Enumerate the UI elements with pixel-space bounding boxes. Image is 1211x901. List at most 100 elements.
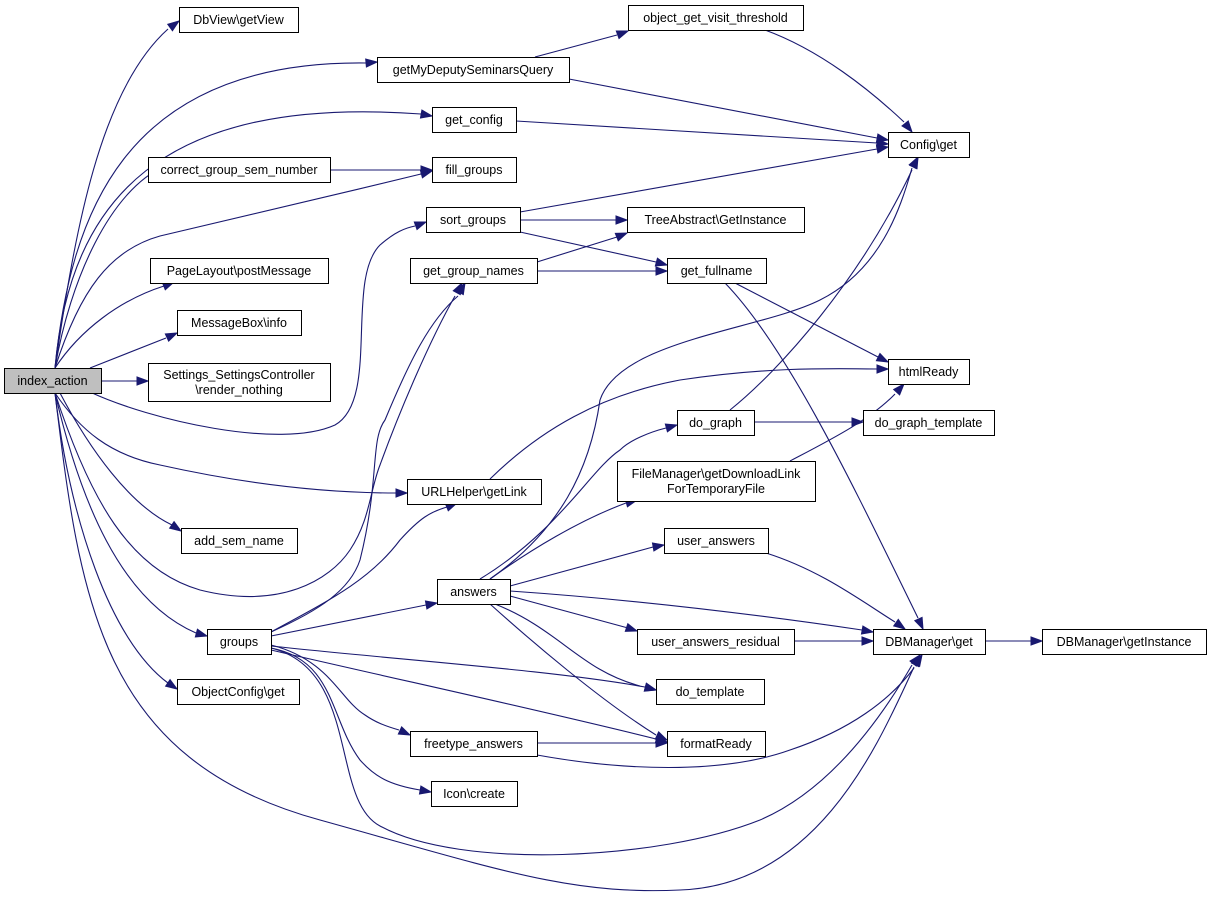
- node-htmlready[interactable]: htmlReady: [888, 359, 970, 385]
- node-box: [863, 410, 995, 436]
- node-add-sem-name[interactable]: add_sem_name: [181, 528, 298, 554]
- node-fill-groups[interactable]: fill_groups: [432, 157, 517, 183]
- edge-line: [270, 295, 459, 633]
- node-label: URLHelper\getLink: [421, 485, 527, 499]
- edge-object_get_visit-to-config_get: [764, 29, 913, 134]
- edge-index_action-to-dbview_getview: [54, 20, 181, 369]
- edge-arrowhead: [452, 281, 463, 296]
- edge-line: [724, 282, 919, 619]
- node-urlhelper[interactable]: URLHelper\getLink: [407, 479, 542, 505]
- edge-arrowhead: [1030, 636, 1044, 646]
- node-do-graph[interactable]: do_graph: [677, 410, 755, 436]
- edge-arrowhead: [418, 785, 433, 795]
- node-icon-create[interactable]: Icon\create: [431, 781, 518, 807]
- edge-line: [509, 546, 654, 587]
- node-do-graph-template[interactable]: do_graph_template: [863, 410, 995, 436]
- node-dbmanager-getinstance[interactable]: DBManager\getInstance: [1042, 629, 1207, 655]
- edge-sort_groups-to-get_fullname: [519, 231, 669, 267]
- node-label: get_fullname: [681, 264, 753, 278]
- node-box: [4, 368, 102, 394]
- node-box: [617, 461, 816, 502]
- node-box: [181, 528, 298, 554]
- edge-line: [568, 78, 878, 139]
- edge-freetype_answers-to-formatready: [537, 738, 669, 748]
- node-sort-groups[interactable]: sort_groups: [426, 207, 521, 233]
- node-messagebox[interactable]: MessageBox\info: [177, 310, 302, 336]
- edge-index_action-to-getmydeputy: [54, 58, 379, 369]
- edge-line: [54, 111, 422, 369]
- node-objectconfig[interactable]: ObjectConfig\get: [177, 679, 300, 705]
- edge-freetype_answers-to-dbmanager_get: [536, 653, 923, 768]
- edge-arrowhead: [654, 257, 669, 267]
- node-answers[interactable]: answers: [437, 579, 511, 605]
- node-label: correct_group_sem_number: [160, 163, 317, 177]
- edge-arrowhead: [136, 376, 150, 386]
- node-treeabstract[interactable]: TreeAbstract\GetInstance: [627, 207, 805, 233]
- edge-line: [494, 603, 641, 687]
- edge-index_action-to-sort_groups: [89, 221, 428, 435]
- node-pagelayout[interactable]: PageLayout\postMessage: [150, 258, 329, 284]
- node-label: DBManager\get: [885, 635, 973, 649]
- node-correct-group[interactable]: correct_group_sem_number: [148, 157, 331, 183]
- node-config-get[interactable]: Config\get: [888, 132, 970, 158]
- node-filemanager[interactable]: FileManager\getDownloadLinkForTemporaryF…: [617, 461, 816, 502]
- node-getmydeputy[interactable]: getMyDeputySeminarsQuery: [377, 57, 570, 83]
- node-label: DbView\getView: [193, 13, 285, 27]
- node-get-group-names[interactable]: get_group_names: [410, 258, 538, 284]
- node-label: index_action: [17, 374, 87, 388]
- edge-line: [489, 502, 627, 580]
- edge-index_action-to-objectconfig: [54, 392, 179, 690]
- edge-line: [519, 231, 657, 263]
- node-get-fullname[interactable]: get_fullname: [667, 258, 767, 284]
- edge-line: [270, 506, 448, 633]
- edge-arrowhead: [420, 165, 434, 175]
- node-user-answers[interactable]: user_answers: [664, 528, 769, 554]
- node-label: user_answers: [677, 534, 755, 548]
- edge-groups-to-answers: [270, 600, 439, 637]
- node-freetype-answers[interactable]: freetype_answers: [410, 731, 538, 757]
- node-do-template[interactable]: do_template: [656, 679, 765, 705]
- node-box: [627, 207, 805, 233]
- edge-line: [270, 647, 913, 856]
- edge-arrowhead: [615, 30, 630, 40]
- edge-line: [54, 392, 397, 494]
- node-box: [888, 132, 970, 158]
- edge-sort_groups-to-treeabstract: [520, 215, 629, 225]
- edge-line: [734, 282, 879, 358]
- node-label: ForTemporaryFile: [667, 482, 765, 496]
- node-label: \render_nothing: [195, 383, 283, 397]
- edge-groups-to-formatready: [270, 649, 669, 744]
- edge-arrowhead: [194, 628, 209, 638]
- edge-index_action-to-messagebox: [89, 332, 179, 369]
- node-get-config[interactable]: get_config: [432, 107, 517, 133]
- node-object-get-visit[interactable]: object_get_visit_threshold: [628, 5, 804, 31]
- edge-arrowhead: [655, 266, 669, 276]
- edge-line: [54, 165, 166, 369]
- edge-arrowhead: [615, 215, 629, 225]
- node-user-answers-residual[interactable]: user_answers_residual: [637, 629, 795, 655]
- node-label: sort_groups: [440, 213, 506, 227]
- edge-arrowhead: [168, 520, 183, 532]
- edge-arrowhead: [419, 109, 434, 119]
- edge-line: [489, 603, 657, 736]
- node-label: getMyDeputySeminarsQuery: [393, 63, 554, 77]
- node-dbmanager-get[interactable]: DBManager\get: [873, 629, 986, 655]
- edge-arrowhead: [892, 382, 905, 396]
- node-dbview-getview[interactable]: DbView\getView: [179, 7, 299, 33]
- node-box: [628, 5, 804, 31]
- node-box: [426, 207, 521, 233]
- edge-arrowhead: [913, 616, 924, 631]
- node-settings[interactable]: Settings_SettingsController\render_nothi…: [148, 363, 331, 402]
- node-label: get_config: [445, 113, 503, 127]
- edge-answers-to-formatready: [489, 603, 669, 741]
- node-groups[interactable]: groups: [207, 629, 272, 655]
- node-label: ObjectConfig\get: [191, 685, 285, 699]
- edge-groups-to-freetype_answers: [270, 644, 412, 736]
- edge-line: [479, 427, 667, 580]
- node-index-action[interactable]: index_action: [4, 368, 102, 394]
- edge-user_answers_residual-to-dbmanager_get: [794, 636, 875, 646]
- node-label: object_get_visit_threshold: [643, 11, 788, 25]
- node-box: [667, 258, 767, 284]
- node-formatready[interactable]: formatReady: [667, 731, 766, 757]
